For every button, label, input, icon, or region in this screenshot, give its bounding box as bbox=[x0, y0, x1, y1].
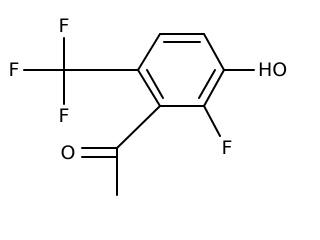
atom-label-ring-f: F bbox=[222, 137, 233, 159]
ring-bond-bottom-left bbox=[137, 69, 161, 107]
atom-label-f-left: F bbox=[9, 59, 20, 81]
atom-labels: F F F HO F O bbox=[9, 15, 288, 164]
atom-label-hydroxyl: HO bbox=[258, 59, 287, 81]
bond-ring-acetyl bbox=[116, 105, 161, 149]
structure-canvas: F F F HO F O bbox=[8, 15, 288, 196]
molecule-structure: F F F HO F O bbox=[9, 15, 288, 196]
bonds bbox=[23, 33, 255, 196]
ring-double-bond-right bbox=[198, 69, 216, 99]
atom-label-f-bottom: F bbox=[59, 105, 70, 127]
atom-label-f-top: F bbox=[59, 15, 70, 37]
atom-label-carbonyl-o: O bbox=[61, 142, 76, 164]
ring-bond-bottom-right bbox=[203, 69, 225, 107]
ring-bond-top-left bbox=[137, 33, 161, 71]
ring-bond-top-right bbox=[203, 33, 225, 71]
bond-ring-f bbox=[203, 105, 221, 137]
ring-double-bond-left bbox=[146, 69, 164, 99]
